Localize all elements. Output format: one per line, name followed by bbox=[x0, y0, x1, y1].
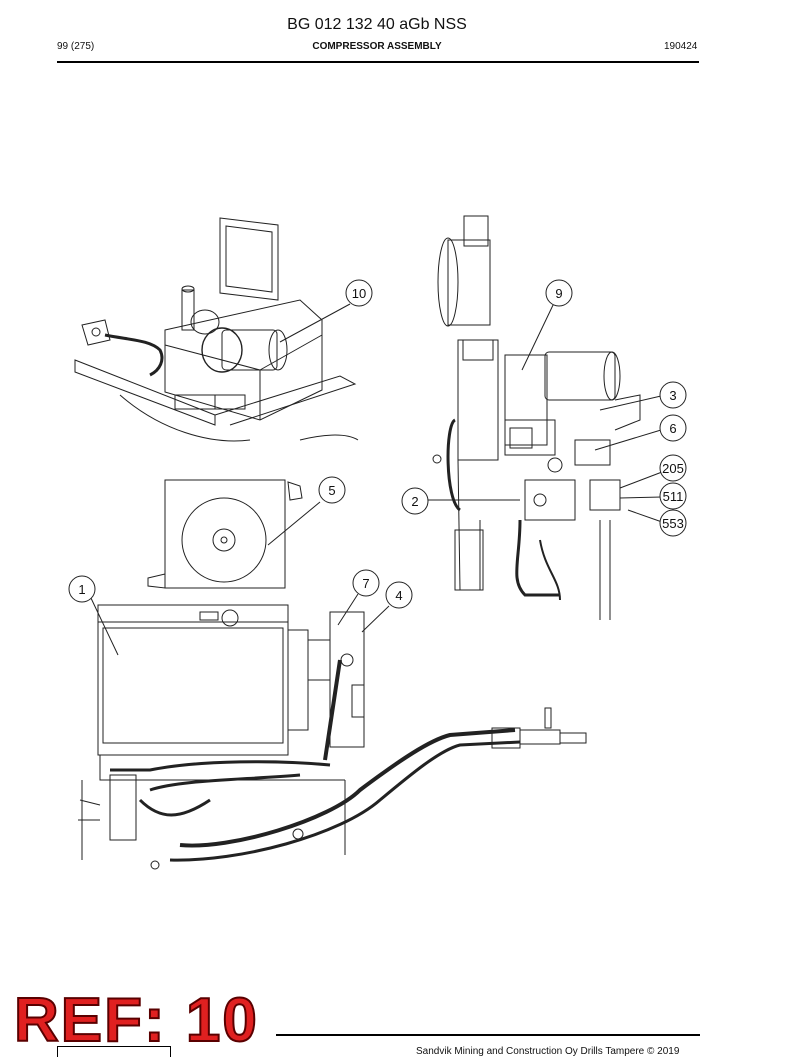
callout-4: 4 bbox=[385, 581, 413, 609]
callout-label-511: 511 bbox=[663, 489, 684, 504]
callout-5: 5 bbox=[318, 476, 346, 504]
callouts bbox=[89, 302, 663, 656]
callout-7: 7 bbox=[352, 569, 380, 597]
ref-stamp: REF: 10 bbox=[13, 985, 259, 1056]
side-view bbox=[432, 215, 641, 620]
callout-label-1: 1 bbox=[78, 582, 85, 597]
header-rule bbox=[57, 61, 699, 63]
callout-553: 553 bbox=[659, 509, 687, 537]
sandvik-logo bbox=[57, 1046, 171, 1057]
footer-rule bbox=[276, 1034, 700, 1036]
callout-label-10: 10 bbox=[352, 286, 366, 301]
callout-10: 10 bbox=[345, 279, 373, 307]
callout-6: 6 bbox=[659, 414, 687, 442]
document-title: BG 012 132 40 aGb NSS bbox=[287, 16, 467, 33]
callout-label-4: 4 bbox=[395, 588, 402, 603]
callout-label-9: 9 bbox=[555, 286, 562, 301]
callout-205: 205 bbox=[659, 454, 687, 482]
callout-label-6: 6 bbox=[669, 421, 676, 436]
callout-label-5: 5 bbox=[328, 483, 335, 498]
callout-label-7: 7 bbox=[362, 576, 369, 591]
callout-1: 1 bbox=[68, 575, 96, 603]
front-view bbox=[78, 479, 587, 870]
footer-copyright: Sandvik Mining and Construction Oy Drill… bbox=[416, 1046, 680, 1057]
callout-3: 3 bbox=[659, 381, 687, 409]
document-date: 190424 bbox=[664, 41, 698, 52]
page-number: 99 (275) bbox=[57, 41, 95, 52]
callout-511: 511 bbox=[659, 482, 687, 510]
callout-label-553: 553 bbox=[662, 516, 684, 531]
callout-labels: 10 9 3 6 205 511 553 2 bbox=[68, 279, 687, 609]
callout-label-3: 3 bbox=[669, 388, 676, 403]
callout-2: 2 bbox=[401, 487, 429, 515]
section-title: COMPRESSOR ASSEMBLY bbox=[312, 41, 442, 52]
callout-label-2: 2 bbox=[411, 494, 418, 509]
callout-9: 9 bbox=[545, 279, 573, 307]
callout-label-205: 205 bbox=[662, 461, 684, 476]
isometric-view bbox=[74, 217, 359, 442]
